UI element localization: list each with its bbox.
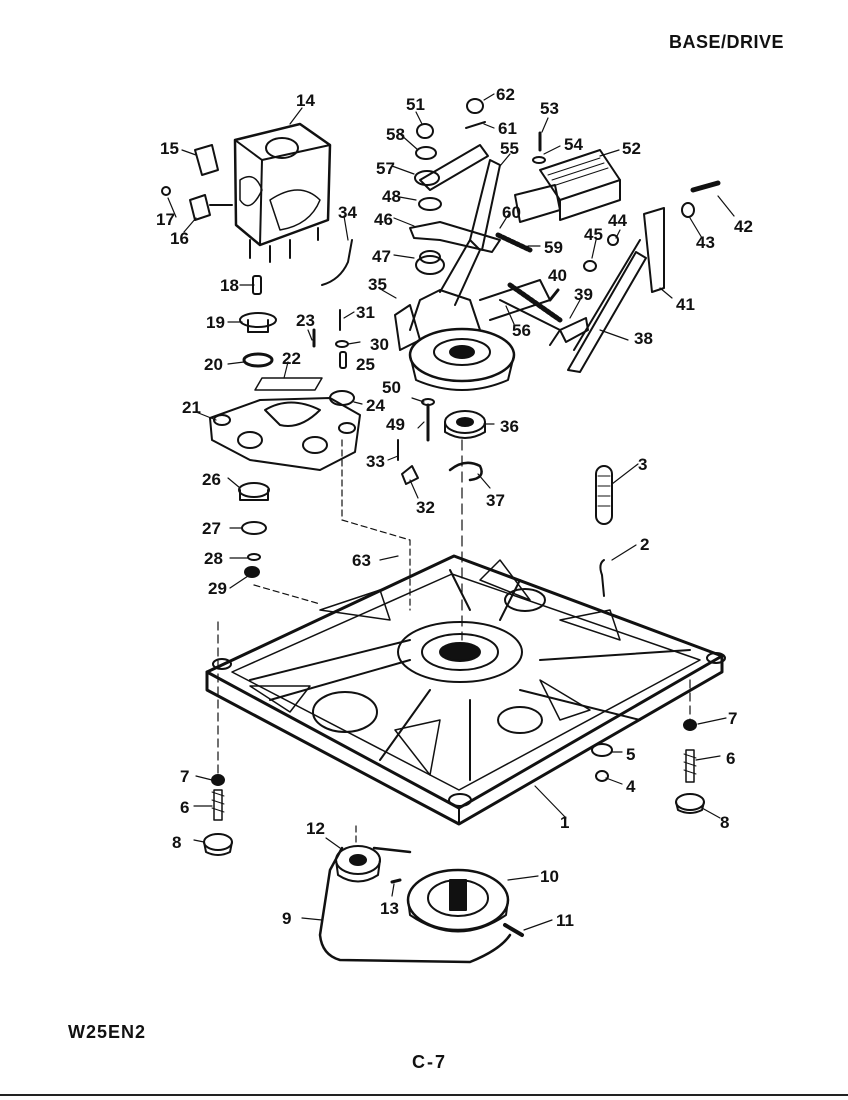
callout-38: 38	[634, 329, 653, 348]
center-parts	[321, 239, 486, 641]
callout-41: 41	[676, 295, 695, 314]
callout-44: 44	[608, 211, 627, 230]
callout-48: 48	[382, 187, 401, 206]
transmission-assembly	[394, 144, 621, 391]
callout-labels: 1 2 3 4 5 6 6 7 7 8 8 9 10 11 12 13 14 1…	[156, 85, 753, 930]
belt-drive	[318, 825, 524, 964]
callout-43: 43	[696, 233, 715, 252]
callout-17: 17	[156, 210, 175, 229]
callout-39: 39	[574, 285, 593, 304]
callout-2: 2	[640, 535, 649, 554]
callout-19: 19	[206, 313, 225, 332]
callout-50: 50	[382, 378, 401, 397]
callout-6b: 6	[180, 798, 189, 817]
callout-45: 45	[584, 225, 603, 244]
leader-lines	[167, 93, 735, 931]
callout-11: 11	[556, 911, 574, 930]
base-plate	[205, 554, 726, 826]
callout-7b: 7	[180, 767, 189, 786]
callout-61: 61	[498, 119, 517, 138]
callout-4: 4	[626, 777, 636, 796]
feet-parts	[203, 621, 705, 856]
callout-26: 26	[202, 470, 221, 489]
callout-25: 25	[356, 355, 375, 374]
callout-1: 1	[560, 813, 569, 832]
callout-34: 34	[338, 203, 357, 222]
callout-33: 33	[366, 452, 385, 471]
callout-51: 51	[406, 95, 425, 114]
callout-28: 28	[204, 549, 223, 568]
callout-58: 58	[386, 125, 405, 144]
callout-42: 42	[734, 217, 753, 236]
callout-23: 23	[296, 311, 315, 330]
callout-27: 27	[202, 519, 221, 538]
callout-24: 24	[366, 396, 385, 415]
callout-63: 63	[352, 551, 371, 570]
callout-12: 12	[306, 819, 325, 838]
callout-60: 60	[502, 203, 521, 222]
callout-15: 15	[160, 139, 179, 158]
callout-47: 47	[372, 247, 391, 266]
callout-31: 31	[356, 303, 375, 322]
callout-21: 21	[182, 398, 201, 417]
callout-32: 32	[416, 498, 435, 517]
left-stack-parts	[209, 275, 411, 611]
callout-36: 36	[500, 417, 519, 436]
callout-30: 30	[370, 335, 389, 354]
bottom-divider	[0, 1094, 848, 1096]
callout-8b: 8	[172, 833, 181, 852]
callout-57: 57	[376, 159, 395, 178]
washer-stack	[414, 98, 546, 275]
callout-3: 3	[638, 455, 647, 474]
callout-59: 59	[544, 238, 563, 257]
callout-37: 37	[486, 491, 505, 510]
page-number: C-7	[412, 1052, 448, 1072]
model-number: W25EN2	[68, 1022, 147, 1042]
callout-54: 54	[564, 135, 583, 154]
callout-52: 52	[622, 139, 641, 158]
right-parts	[548, 180, 721, 597]
callout-22: 22	[282, 349, 301, 368]
callout-10: 10	[540, 867, 559, 886]
callout-6a: 6	[726, 749, 735, 768]
callout-5: 5	[626, 745, 635, 764]
callout-56: 56	[512, 321, 531, 340]
callout-9: 9	[282, 909, 291, 928]
callout-53: 53	[540, 99, 559, 118]
section-title: BASE/DRIVE	[668, 32, 784, 52]
callout-8a: 8	[720, 813, 729, 832]
callout-49: 49	[386, 415, 405, 434]
callout-7a: 7	[728, 709, 737, 728]
callout-55: 55	[500, 139, 519, 158]
callout-18: 18	[220, 276, 239, 295]
callout-46: 46	[374, 210, 393, 229]
callout-35: 35	[368, 275, 387, 294]
callout-13: 13	[380, 899, 399, 918]
callout-16: 16	[170, 229, 189, 248]
pump-assembly	[161, 122, 332, 263]
callout-29: 29	[208, 579, 227, 598]
callout-62: 62	[496, 85, 515, 104]
callout-14: 14	[296, 91, 315, 110]
callout-20: 20	[204, 355, 223, 374]
callout-40: 40	[548, 266, 567, 285]
